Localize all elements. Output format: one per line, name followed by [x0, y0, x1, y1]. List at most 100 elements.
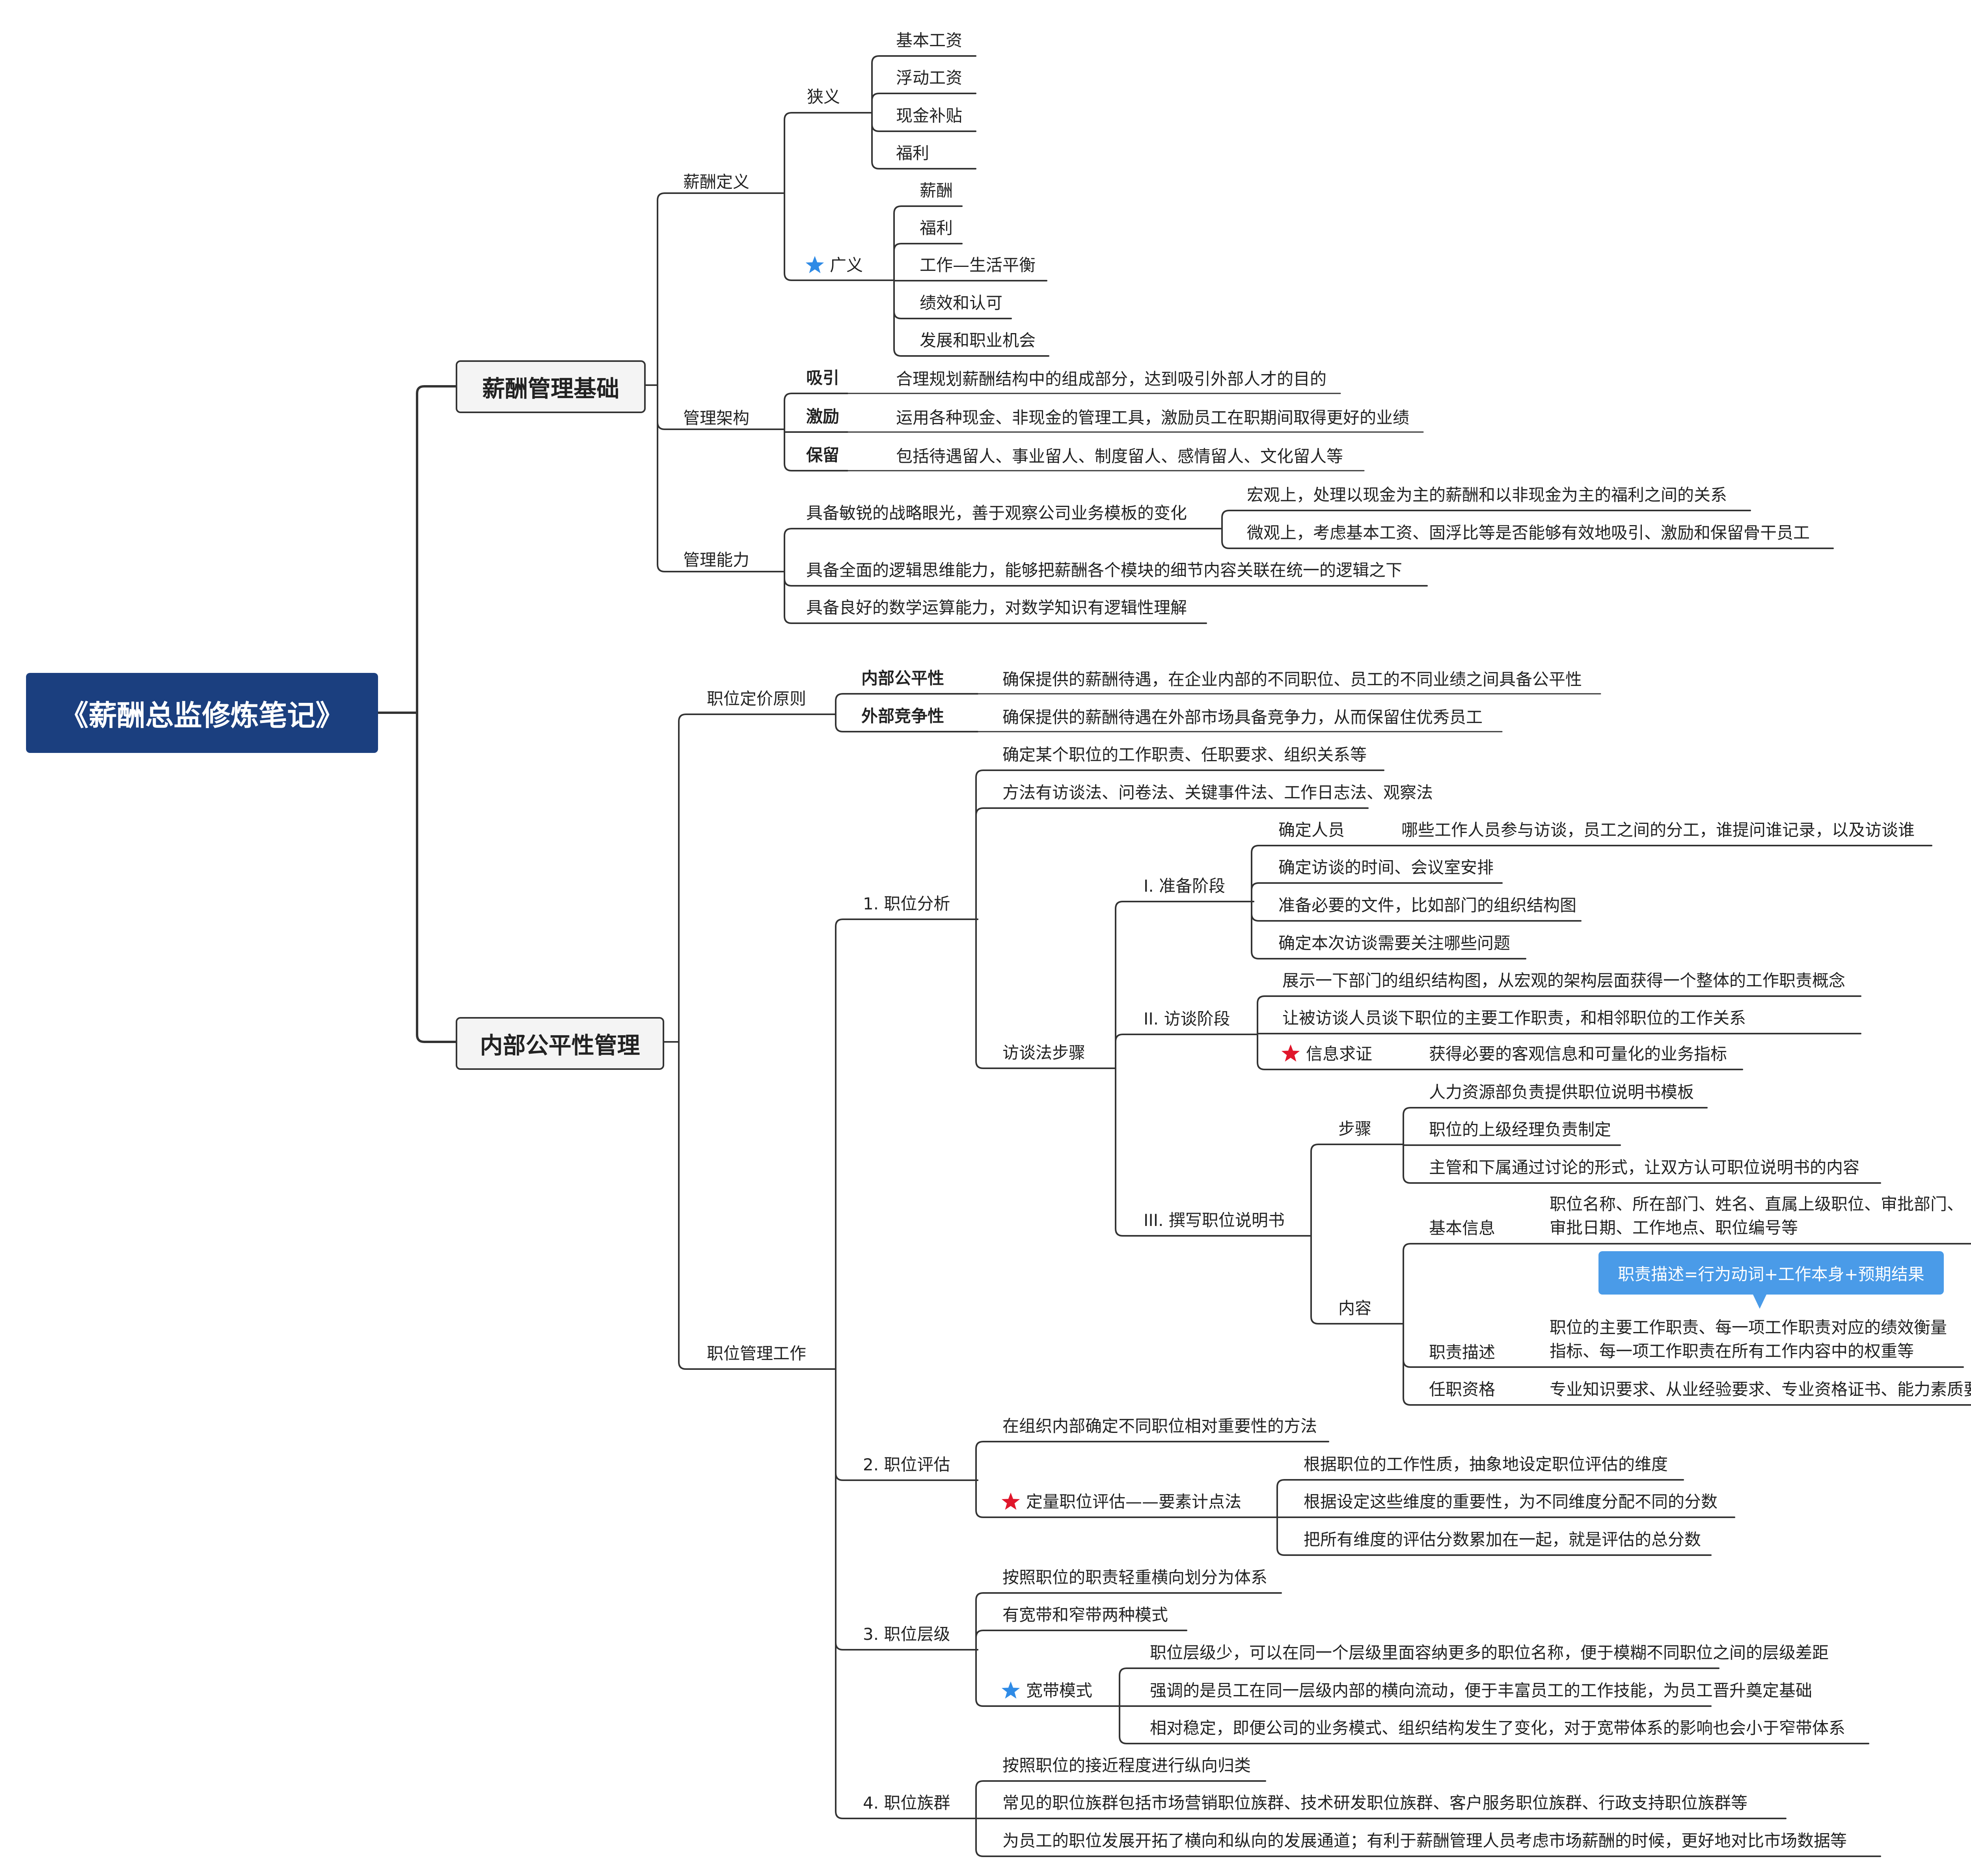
pricing-desc[interactable]: 确保提供的薪酬待遇在外部市场具备竞争力，从而保留住优秀员工: [1002, 708, 1483, 727]
connector-line: [835, 1368, 978, 1651]
connector-line: [784, 571, 1207, 624]
framework-key[interactable]: 保留: [806, 445, 840, 465]
node-work[interactable]: 职位管理工作: [707, 1344, 807, 1363]
node-broad[interactable]: 广义: [830, 255, 863, 275]
interview-verify-desc[interactable]: 获得必要的客观信息和可量化的业务指标: [1429, 1044, 1727, 1064]
content-duty-line[interactable]: 指标、每一项工作职责在所有工作内容中的权重等: [1550, 1341, 1914, 1361]
write-step[interactable]: 主管和下属通过讨论的形式，让双方认可职位说明书的内容: [1429, 1158, 1860, 1177]
evaluation-def[interactable]: 在组织内部确定不同职位相对重要性的方法: [1002, 1416, 1317, 1436]
analysis-methods[interactable]: 方法有访谈法、问卷法、关键事件法、工作日志法、观察法: [1002, 783, 1433, 802]
ability-strategic[interactable]: 具备敏锐的战略眼光，善于观察公司业务模板的变化: [806, 503, 1187, 523]
write-step[interactable]: 人力资源部负责提供职位说明书模板: [1429, 1082, 1694, 1102]
prep-people-desc[interactable]: 哪些工作人员参与访谈，员工之间的分工，谁提问谁记录，以及访谈谁: [1401, 820, 1915, 840]
broad-item[interactable]: 发展和职业机会: [920, 331, 1036, 350]
framework-desc[interactable]: 包括待遇留人、事业留人、制度留人、感情留人、文化留人等: [896, 447, 1343, 466]
prep-people[interactable]: 确定人员: [1278, 820, 1345, 840]
narrow-item[interactable]: 基本工资: [896, 31, 963, 50]
level-modes[interactable]: 有宽带和窄带两种模式: [1002, 1605, 1168, 1625]
level-def[interactable]: 按照职位的职责轻重横向划分为体系: [1002, 1568, 1268, 1587]
node-ability[interactable]: 管理能力: [683, 550, 750, 570]
broadband-item[interactable]: 职位层级少，可以在同一个层级里面容纳更多的职位名称，便于模糊不同职位之间的层级差…: [1150, 1643, 1829, 1662]
factor-item[interactable]: 根据职位的工作性质，抽象地设定职位评估的维度: [1304, 1455, 1668, 1474]
connector-line: [1119, 1705, 1869, 1744]
ability-macro[interactable]: 宏观上，处理以现金为主的薪酬和以非现金为主的福利之间的关系: [1247, 485, 1727, 505]
duty-formula-callout[interactable]: 职责描述=行为动词+工作本身+预期结果: [1598, 1251, 1944, 1295]
interview-talk[interactable]: 让被访谈人员谈下职位的主要工作职责，和相邻职位的工作关系: [1282, 1008, 1746, 1028]
node-interview[interactable]: II. 访谈阶段: [1144, 1009, 1230, 1028]
topic-foundation[interactable]: 薪酬管理基础: [456, 360, 646, 413]
broad-item[interactable]: 薪酬: [920, 181, 953, 200]
node-analysis[interactable]: 1. 职位分析: [863, 894, 950, 913]
interview-org[interactable]: 展示一下部门的组织结构图，从宏观的架构层面获得一个整体的工作职责概念: [1282, 971, 1846, 990]
write-step[interactable]: 职位的上级经理负责制定: [1429, 1120, 1611, 1139]
topic-internal-equity[interactable]: 内部公平性管理: [456, 1017, 664, 1070]
ability-math[interactable]: 具备良好的数学运算能力，对数学知识有逻辑性理解: [806, 598, 1187, 617]
connector-line: [1115, 901, 1254, 1069]
callout-pointer: [1753, 1294, 1767, 1309]
framework-key[interactable]: 吸引: [806, 368, 840, 387]
connector-line: [893, 243, 963, 281]
node-framework[interactable]: 管理架构: [683, 408, 750, 428]
content-basic-line[interactable]: 职位名称、所在部门、姓名、直属上级职位、审批部门、: [1550, 1194, 1964, 1214]
connector-line: [1310, 1235, 1404, 1325]
blue-star-icon: [805, 256, 824, 274]
connector-line: [1403, 1107, 1708, 1145]
connector-line: [1403, 1144, 1881, 1184]
narrow-item[interactable]: 现金补贴: [896, 106, 963, 125]
prep-docs[interactable]: 准备必要的文件，比如部门的组织结构图: [1278, 896, 1577, 915]
connector-line: [416, 712, 457, 1043]
node-narrow[interactable]: 狭义: [807, 87, 840, 106]
family-item[interactable]: 常见的职位族群包括市场营销职位族群、技术研发职位族群、客户服务职位族群、行政支持…: [1002, 1793, 1748, 1813]
node-family[interactable]: 4. 职位族群: [863, 1793, 950, 1813]
content-basic[interactable]: 基本信息: [1429, 1218, 1496, 1238]
narrow-item[interactable]: 浮动工资: [896, 68, 963, 88]
ability-logic[interactable]: 具备全面的逻辑思维能力，能够把薪酬各个模块的细节内容关联在统一的逻辑之下: [806, 561, 1403, 580]
node-level[interactable]: 3. 职位层级: [863, 1625, 950, 1644]
pricing-key[interactable]: 内部公平性: [861, 669, 945, 688]
prep-focus[interactable]: 确定本次访谈需要关注哪些问题: [1278, 933, 1511, 953]
connector-line: [835, 918, 978, 1370]
node-write-steps[interactable]: 步骤: [1338, 1119, 1372, 1138]
connector-line: [975, 918, 1116, 1069]
root-topic[interactable]: 《薪酬总监修炼笔记》: [26, 673, 378, 753]
node-prep[interactable]: I. 准备阶段: [1144, 876, 1226, 896]
node-write[interactable]: III. 撰写职位说明书: [1144, 1211, 1285, 1230]
connector-line: [784, 393, 848, 430]
connector-line: [1251, 845, 1932, 902]
broad-item[interactable]: 工作—生活平衡: [920, 255, 1036, 275]
ability-micro[interactable]: 微观上，考虑基本工资、固浮比等是否能够有效地吸引、激励和保留骨干员工: [1247, 523, 1810, 542]
framework-key[interactable]: 激励: [806, 407, 840, 426]
broad-item[interactable]: 绩效和认可: [920, 293, 1003, 313]
prep-time[interactable]: 确定访谈的时间、会议室安排: [1278, 858, 1494, 877]
node-factor-method[interactable]: 定量职位评估——要素计点法: [1026, 1492, 1242, 1511]
node-write-content[interactable]: 内容: [1338, 1298, 1372, 1318]
factor-item[interactable]: 把所有维度的评估分数累加在一起，就是评估的总分数: [1304, 1530, 1701, 1549]
node-pricing[interactable]: 职位定价原则: [707, 689, 807, 708]
content-duty[interactable]: 职责描述: [1429, 1343, 1496, 1362]
node-interview-steps[interactable]: 访谈法步骤: [1002, 1043, 1086, 1062]
factor-item[interactable]: 根据设定这些维度的重要性，为不同维度分配不同的分数: [1304, 1492, 1718, 1511]
broad-item[interactable]: 福利: [920, 218, 953, 238]
connector-line: [1257, 995, 1861, 1035]
connector-line: [893, 205, 963, 281]
pricing-key[interactable]: 外部竞争性: [861, 706, 945, 726]
family-item[interactable]: 为员工的职位发展开拓了横向和纵向的发展通道；有利于薪酬管理人员考虑市场薪酬的时候…: [1002, 1831, 1847, 1850]
node-evaluation[interactable]: 2. 职位评估: [863, 1455, 950, 1474]
framework-desc[interactable]: 合理规划薪酬结构中的组成部分，达到吸引外部人才的目的: [896, 369, 1327, 389]
content-duty-line[interactable]: 职位的主要工作职责、每一项工作职责对应的绩效衡量: [1550, 1318, 1947, 1337]
interview-verify[interactable]: 信息求证: [1306, 1044, 1373, 1064]
node-definition[interactable]: 薪酬定义: [683, 172, 750, 192]
node-broadband[interactable]: 宽带模式: [1026, 1681, 1093, 1700]
connector-line: [975, 1479, 1270, 1518]
narrow-item[interactable]: 福利: [896, 143, 930, 163]
connector-line: [871, 112, 976, 170]
framework-desc[interactable]: 运用各种现金、非现金的管理工具，激励员工在职期间取得更好的业绩: [896, 408, 1410, 427]
content-qual-desc[interactable]: 专业知识要求、从业经验要求、专业资格证书、能力素质要求等: [1550, 1380, 1971, 1399]
content-qual[interactable]: 任职资格: [1429, 1380, 1496, 1399]
broadband-item[interactable]: 相对稳定，即便公司的业务模式、组织结构发生了变化，对于宽带体系的影响也会小于窄带…: [1150, 1718, 1846, 1738]
analysis-def[interactable]: 确定某个职位的工作职责、任职要求、组织关系等: [1002, 745, 1367, 764]
family-item[interactable]: 按照职位的接近程度进行纵向归类: [1002, 1756, 1251, 1775]
pricing-desc[interactable]: 确保提供的薪酬待遇，在企业内部的不同职位、员工的不同业绩之间具备公平性: [1002, 670, 1582, 689]
content-basic-line[interactable]: 审批日期、工作地点、职位编号等: [1550, 1218, 1798, 1237]
broadband-item[interactable]: 强调的是员工在同一层级内部的横向流动，便于丰富员工的工作技能，为员工晋升奠定基础: [1150, 1681, 1813, 1700]
